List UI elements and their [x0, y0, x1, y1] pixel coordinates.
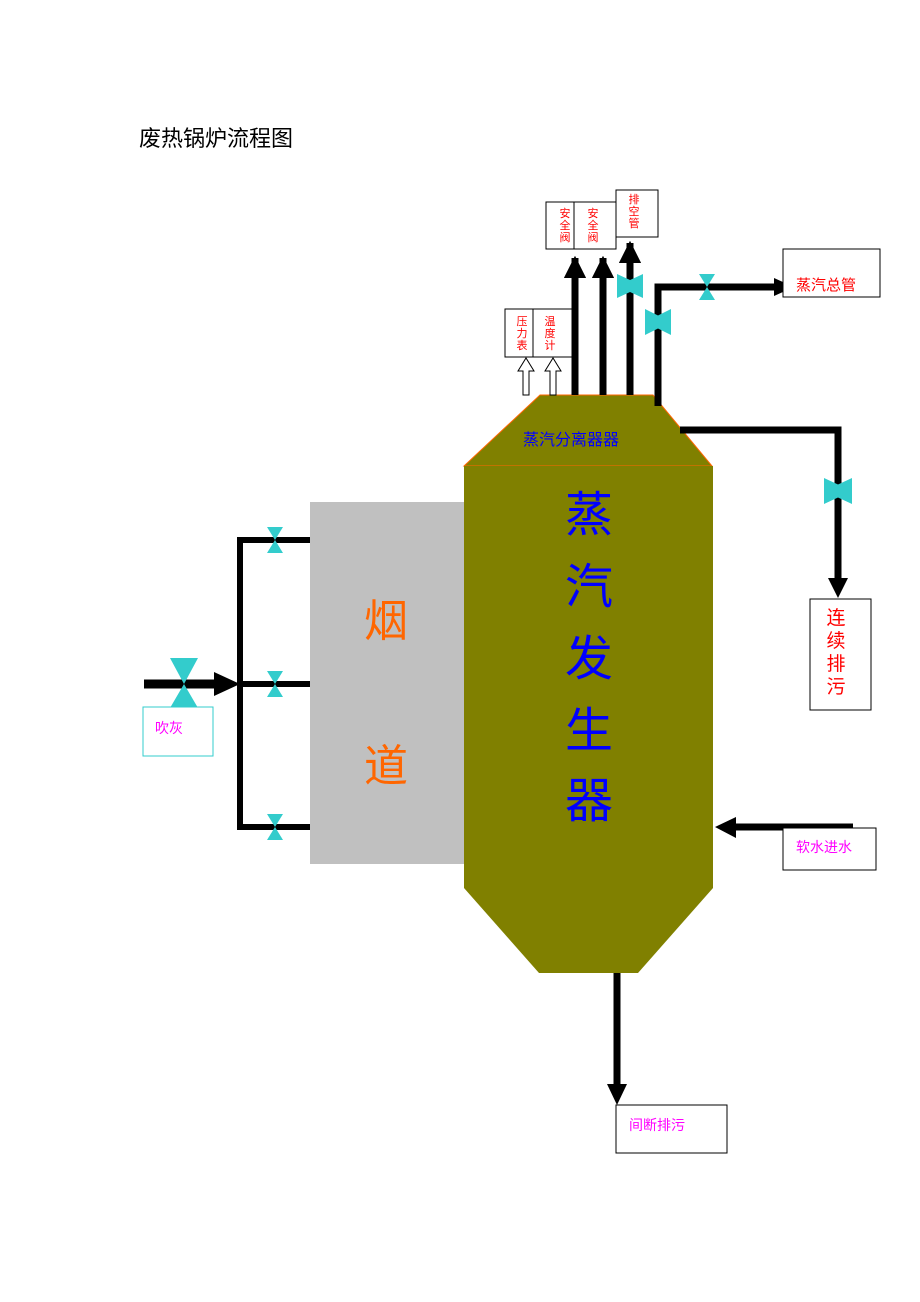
- label-pressure-gauge-c2: 表: [517, 338, 528, 352]
- valve-icon-soot-bottom[interactable]: [267, 814, 283, 827]
- label-continuous-blowdown-c0: 连: [826, 607, 845, 629]
- pipe-continuous-blowdown: [680, 426, 842, 585]
- arrow-soot-inlet: [214, 672, 240, 696]
- label-continuous-blowdown-c3: 污: [826, 676, 845, 698]
- label-flue-c1: 道: [364, 741, 408, 792]
- valve-icon-steam-riser-b: [645, 309, 671, 335]
- label-safety-valve-2-c0: 安: [588, 206, 599, 220]
- label-steam-generator-c4: 器: [565, 773, 613, 829]
- label-steam-separator: 蒸汽分离器器: [523, 430, 619, 449]
- label-thermometer-c0: 温: [545, 315, 556, 328]
- valve-icon-soot-inlet-b: [170, 684, 198, 708]
- label-steam-generator-c1: 汽: [565, 559, 613, 615]
- valve-icon-soot-top[interactable]: [267, 527, 283, 540]
- steam-generator-bottom: [464, 888, 713, 973]
- label-intermittent-blowdown: 间断排污: [629, 1118, 685, 1134]
- arrow-continuous-blowdown: [828, 578, 848, 598]
- label-safety-valve-1-c1: 全: [560, 218, 571, 232]
- pipe-steam-main: [654, 283, 778, 406]
- box-safety-valve-1: [545, 201, 575, 250]
- valve-icon-soot-middle[interactable]: [267, 671, 283, 684]
- steam-generator-body: [464, 466, 713, 888]
- label-steam-generator-c0: 蒸: [565, 487, 613, 543]
- box-safety-valve-2: [573, 201, 617, 250]
- box-steam-main: [782, 248, 881, 298]
- label-safety-valve-2-c2: 阀: [588, 230, 599, 244]
- label-continuous-blowdown-c2: 排: [826, 653, 845, 675]
- label-vent-pipe-c1: 空: [629, 204, 640, 218]
- box-intermittent-blowdown: [615, 1104, 728, 1154]
- label-vent-pipe-c0: 排: [629, 192, 640, 206]
- label-steam-main: 蒸汽总管: [796, 276, 856, 294]
- label-steam-generator-c3: 生: [565, 703, 613, 759]
- valve-icon-soot-bottom-b: [267, 827, 283, 840]
- label-thermometer-c2: 计: [545, 339, 556, 352]
- box-thermometer: [532, 308, 573, 358]
- label-thermometer-c1: 度: [545, 326, 556, 340]
- box-soft-water-inlet: [782, 827, 877, 871]
- page-title: 废热锅炉流程图: [139, 127, 294, 152]
- arrow-soft-water: [715, 817, 736, 838]
- valve-icon-steam-main-b: [699, 287, 715, 300]
- label-safety-valve-1-c0: 安: [560, 206, 571, 220]
- valve-icon-steam-main[interactable]: [699, 274, 715, 287]
- valve-icon-soot-top-b: [267, 540, 283, 553]
- flue-duct: [310, 502, 464, 864]
- label-steam-generator-c2: 发: [565, 631, 613, 687]
- label-safety-valve-1-c2: 阀: [560, 230, 571, 244]
- box-continuous-blowdown: [809, 598, 872, 711]
- box-soot-blowing: [142, 706, 214, 757]
- arrow-intermittent-blowdown: [607, 1084, 627, 1105]
- label-vent-pipe-c2: 管: [629, 216, 640, 230]
- box-vent-pipe: [615, 189, 659, 238]
- valve-icon-continuous-blowdown-b: [824, 478, 852, 504]
- hollow-arrow-thermometer: [544, 357, 562, 396]
- box-pressure-gauge: [504, 308, 534, 358]
- label-safety-valve-2-c1: 全: [588, 218, 599, 232]
- label-pressure-gauge-c1: 力: [517, 327, 528, 340]
- valve-icon-vent-b: [617, 274, 643, 298]
- valve-icon-soot-middle-b: [267, 684, 283, 697]
- label-pressure-gauge-c0: 压: [517, 315, 528, 328]
- label-soft-water-inlet: 软水进水: [796, 840, 852, 856]
- hollow-arrow-pressure-gauge: [517, 357, 535, 396]
- label-continuous-blowdown-c1: 续: [826, 630, 845, 652]
- label-soot-blowing: 吹灰: [155, 721, 183, 737]
- label-flue-c0: 烟: [364, 596, 408, 647]
- valve-icon-soot-inlet[interactable]: [170, 658, 198, 684]
